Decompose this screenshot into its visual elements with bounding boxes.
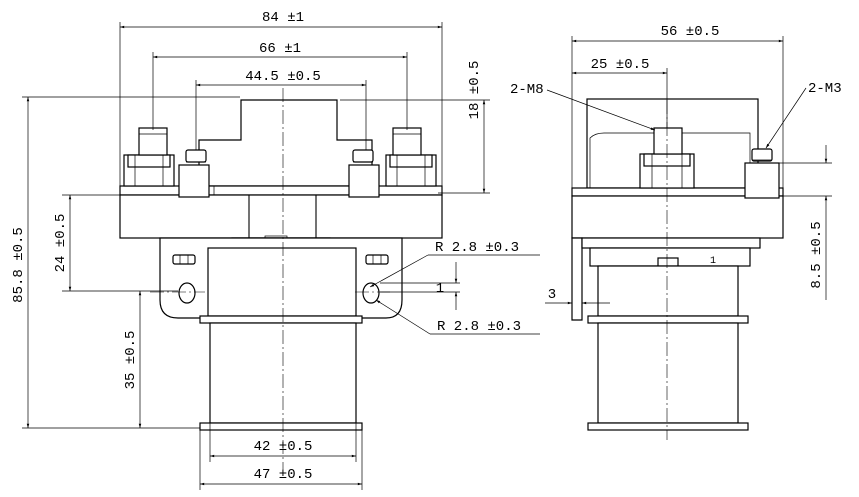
side-body [597,265,739,317]
dim-side-offset: 25 ±0.5 [591,57,650,73]
mounting-hole-left [178,282,196,304]
dim-side-width: 56 ±0.5 [661,24,720,40]
dim-outer-base: 47 ±0.5 [254,467,313,483]
flange-bolt-right [365,254,389,265]
main-terminal-right [385,127,437,187]
dim-terminal-spacing: 66 ±1 [259,41,301,57]
mounting-hole-right [362,282,380,304]
side-coil-body [597,322,739,424]
side-flange-bolt [657,257,679,267]
dim-body-height: 35 ±0.5 [123,331,139,390]
main-terminal-left [123,127,175,187]
dim-radius-upper: R 2.8 ±0.3 [435,240,519,256]
label-aux-thread: 2-M3 [808,81,842,97]
side-aux-terminal [744,148,780,199]
side-band-top [587,315,749,324]
flange-bolt-left [172,254,196,265]
main-plate [119,194,443,239]
top-cover [198,99,373,187]
upper-body [207,247,357,317]
aux-terminal-right [348,149,380,198]
coil-band-bottom [199,422,363,431]
dim-aux-spacing: 44.5 ±0.5 [245,69,321,85]
dim-inner-base: 42 ±0.5 [254,439,313,455]
label-main-thread: 2-M8 [510,82,544,98]
side-view: 1 56 ±0.5 25 ±0.5 [510,24,842,440]
side-marking: 1 [710,256,716,267]
dim-width-overall: 84 ±1 [262,10,304,26]
dim-flange-height: 24 ±0.5 [53,214,69,273]
dim-top-height: 18 ±0.5 [467,61,483,120]
dim-total-height: 85.8 ±0.5 [11,227,27,303]
dim-side-right-height: 8.5 ±0.5 [809,221,825,288]
dim-hole-offset: 1 [436,281,444,297]
side-bracket [571,237,583,321]
side-upper-ledge [581,237,761,249]
coil-band-top [199,315,363,324]
dim-bracket-thickness: 3 [548,287,556,303]
front-view: 84 ±1 66 ±1 44.5 ±0.5 18 ±0.5 85.8 ±0.5 … [11,10,540,490]
side-plate [571,195,784,239]
dim-radius-lower: R 2.8 ±0.3 [437,319,521,335]
terminal-base-strip [119,185,443,196]
aux-terminal-left [178,149,210,198]
side-band-bottom [587,422,749,431]
